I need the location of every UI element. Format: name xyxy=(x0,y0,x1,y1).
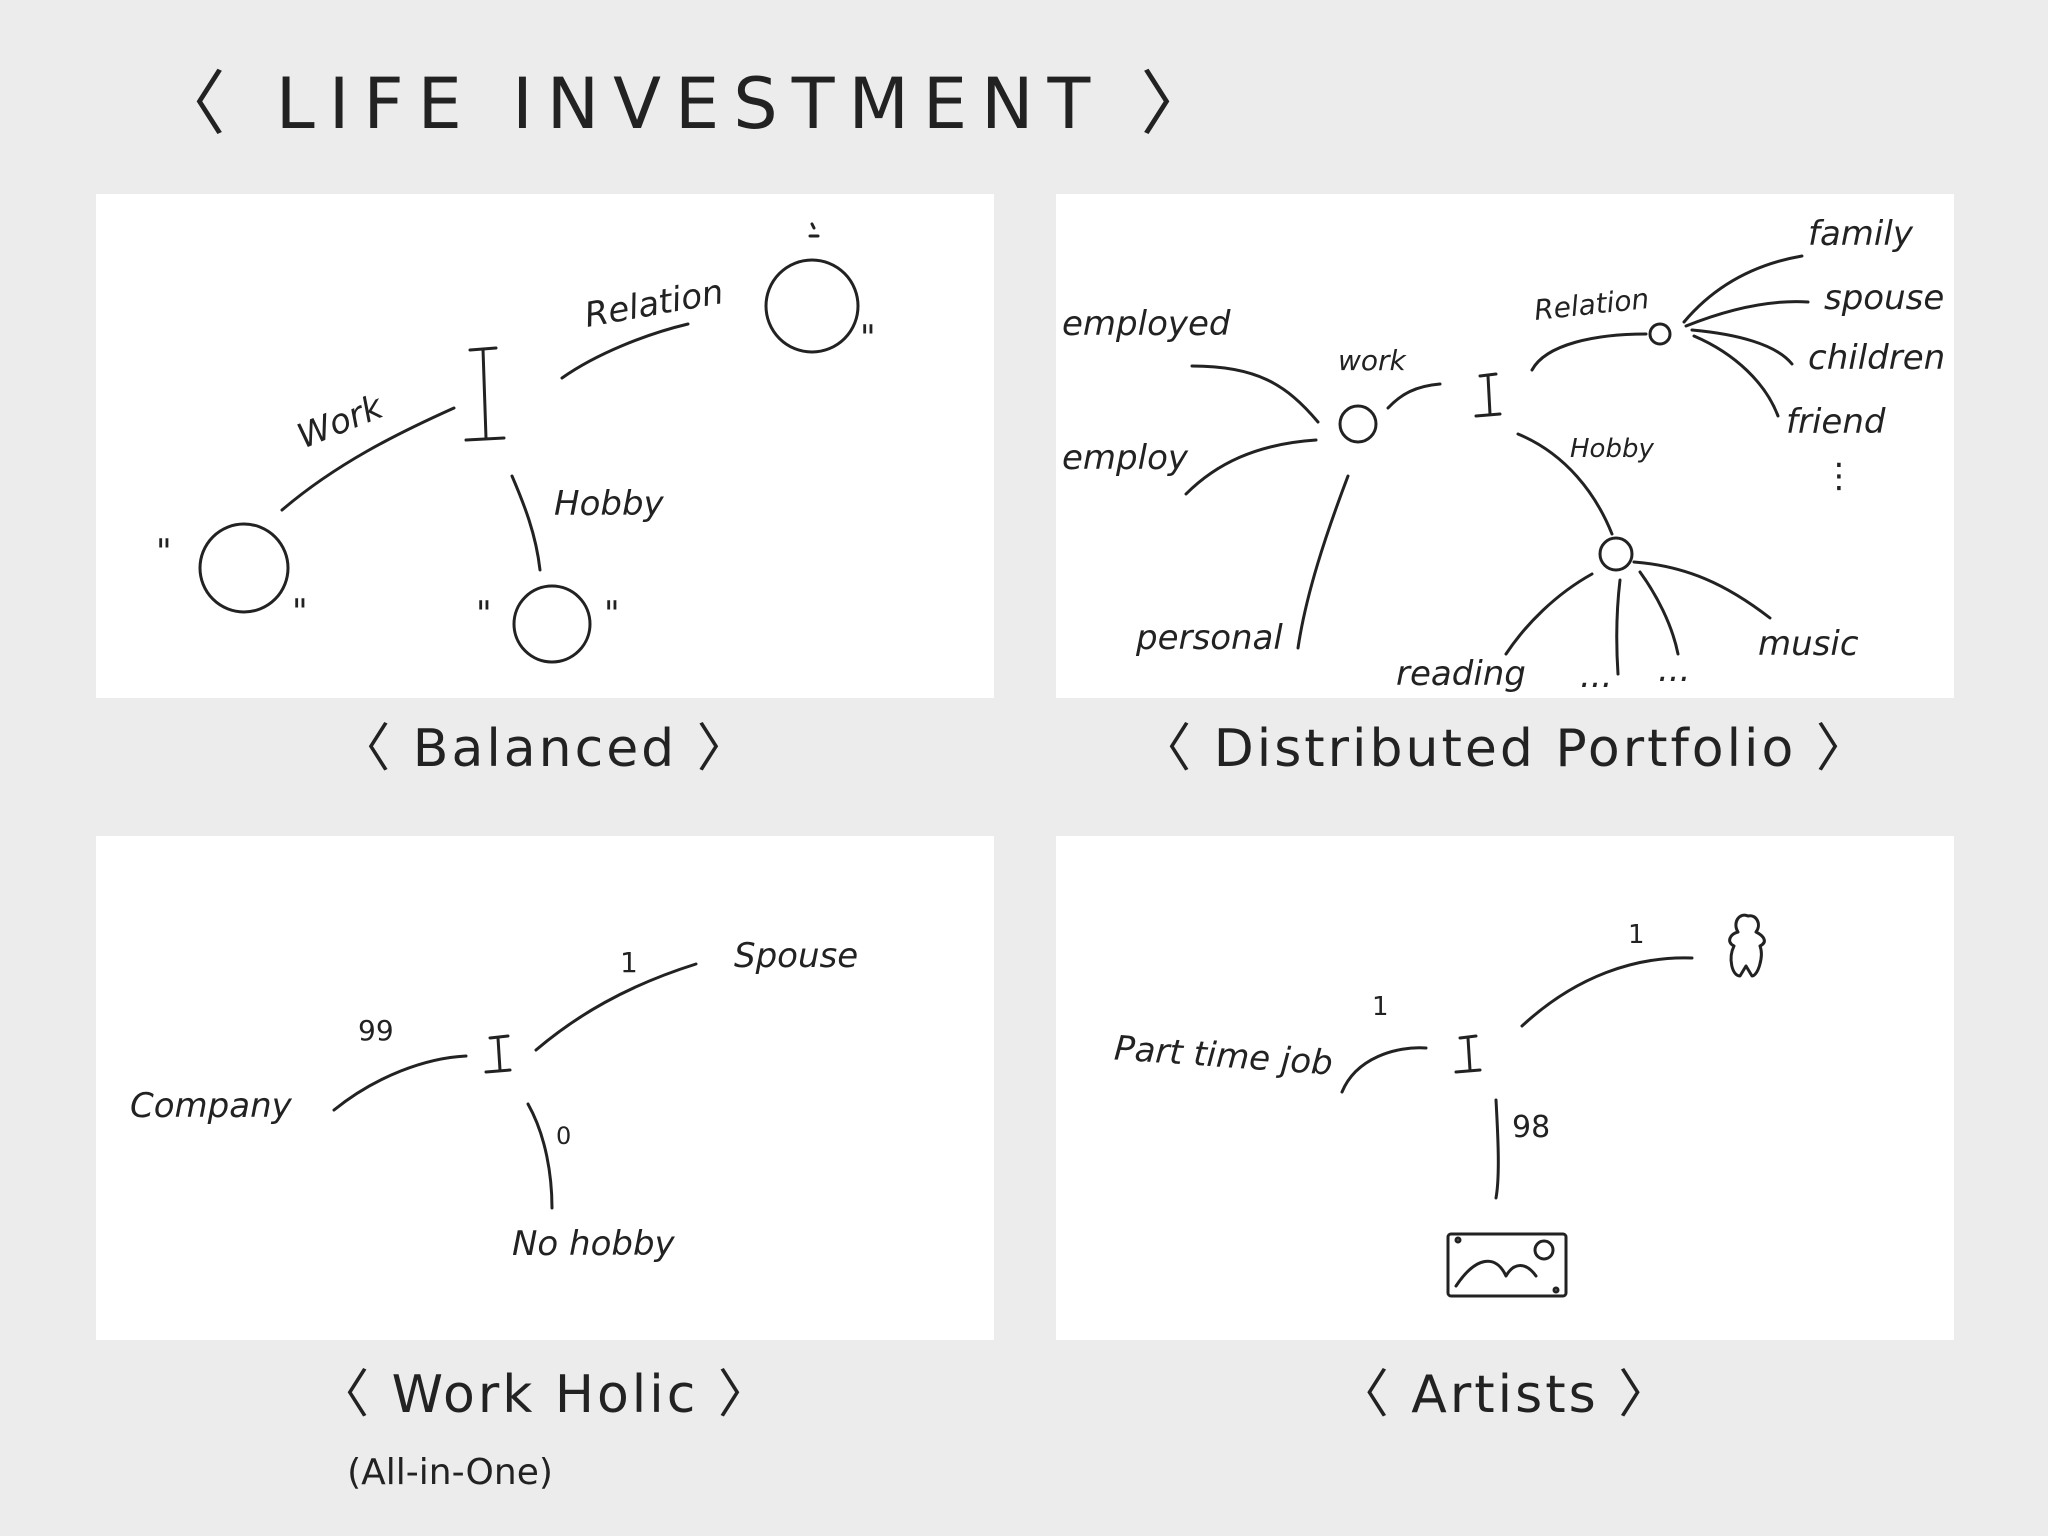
work-label: work xyxy=(1338,344,1406,377)
work-line xyxy=(280,406,456,512)
quote-mark: " xyxy=(156,532,172,572)
no-hobby-label: No hobby xyxy=(512,1224,675,1264)
quote-mark: " xyxy=(476,594,492,634)
relation-hub-circle xyxy=(1648,322,1672,346)
caption-workholic: 〈 Work Holic 〉 xyxy=(317,1365,773,1425)
hobby-value: 0 xyxy=(556,1122,572,1150)
relation-circle xyxy=(764,258,860,354)
family-label: family xyxy=(1808,214,1913,254)
work-circle xyxy=(198,522,290,614)
job-line xyxy=(1340,1046,1428,1094)
page-title: 〈 LIFE INVESTMENT 〉 xyxy=(155,63,1225,145)
company-label: Company xyxy=(130,1086,292,1126)
panel-workholic: Company 99 Spouse 1 No hobby 0 xyxy=(96,836,994,1340)
center-i-symbol xyxy=(1454,1034,1482,1074)
panel-artists: Part time job 1 1 98 xyxy=(1056,836,1954,1340)
company-value: 99 xyxy=(358,1014,394,1047)
painting-icon xyxy=(1446,1232,1568,1298)
job-value: 1 xyxy=(1372,992,1389,1022)
caption-balanced: 〈 Balanced 〉 xyxy=(338,719,752,779)
friend-label: friend xyxy=(1786,402,1886,442)
subcaption-workholic: (All-in-One) xyxy=(347,1452,553,1493)
quote-mark: " xyxy=(860,318,876,358)
hobby-circle xyxy=(512,584,592,664)
hobby-label: Hobby xyxy=(1570,434,1654,464)
employed-label: employed xyxy=(1062,304,1231,344)
spouse-label: Spouse xyxy=(734,936,859,976)
relation-line xyxy=(560,322,690,380)
hobby-line xyxy=(510,474,542,572)
hobby-hub-circle xyxy=(1598,536,1634,572)
person-line xyxy=(1520,956,1694,1028)
caption-distributed: 〈 Distributed Portfolio 〉 xyxy=(1139,719,1871,779)
art-value: 98 xyxy=(1512,1110,1551,1145)
artists-diagram xyxy=(1340,913,1766,1298)
panel-balanced: Work Relation Hobby " " " " " xyxy=(96,194,994,698)
quote-mark: " xyxy=(604,594,620,634)
company-line xyxy=(332,1054,468,1112)
hobby-label: Hobby xyxy=(554,484,664,524)
children-label: children xyxy=(1808,338,1946,378)
balanced-diagram xyxy=(198,222,860,664)
person-value: 1 xyxy=(1628,920,1645,950)
workholic-diagram xyxy=(332,962,698,1210)
more-hobbies-dots: ... xyxy=(1658,650,1691,690)
more-hobbies-dots: ... xyxy=(1580,656,1613,696)
reading-label: reading xyxy=(1396,654,1526,694)
distributed-diagram xyxy=(1184,254,1810,676)
center-i-symbol xyxy=(1474,372,1502,418)
spouse-label: spouse xyxy=(1824,278,1945,318)
spouse-value: 1 xyxy=(620,946,638,979)
center-i-symbol xyxy=(484,1034,512,1074)
art-line xyxy=(1494,1098,1500,1200)
spouse-line xyxy=(534,962,698,1052)
employ-label: employ xyxy=(1062,438,1188,478)
hobby-line xyxy=(526,1102,554,1210)
quote-mark: " xyxy=(292,592,308,632)
panel-distributed: employed employ personal work Relation H… xyxy=(1056,194,1954,698)
center-i-symbol xyxy=(464,346,506,442)
more-relations-dots: ⋮ xyxy=(1822,456,1856,496)
music-label: music xyxy=(1758,624,1859,664)
personal-label: personal xyxy=(1136,618,1283,658)
person-icon xyxy=(1728,913,1766,978)
work-hub-circle xyxy=(1338,404,1378,444)
caption-artists: 〈 Artists 〉 xyxy=(1336,1365,1674,1425)
